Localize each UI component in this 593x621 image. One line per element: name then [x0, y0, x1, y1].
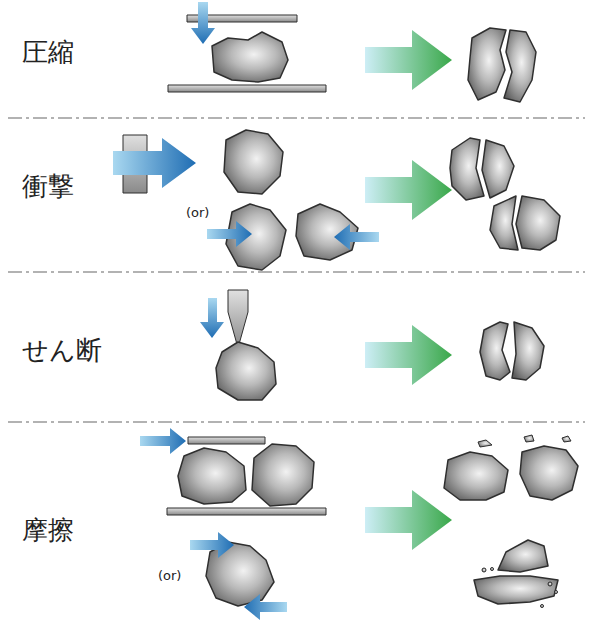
rock — [212, 32, 288, 82]
rock-fragment — [482, 140, 514, 198]
process-arrow — [365, 30, 452, 550]
rock — [216, 342, 276, 400]
chip — [555, 591, 558, 594]
chip — [548, 582, 552, 586]
chip — [478, 440, 492, 447]
force-arrow — [334, 224, 379, 250]
rock — [224, 130, 283, 194]
force-arrow — [190, 532, 234, 558]
chip — [482, 568, 486, 572]
alt-note: (or) — [186, 206, 209, 220]
rock — [178, 448, 246, 504]
rock — [252, 444, 314, 506]
rock-fragment — [490, 196, 518, 250]
rock-fragment — [480, 322, 510, 380]
separator — [8, 118, 585, 422]
chip — [524, 435, 534, 442]
rock-fragment — [474, 576, 558, 604]
press-plate — [168, 85, 326, 92]
force-arrow — [207, 221, 252, 247]
rock-fragment — [450, 138, 484, 200]
rock-fragment — [498, 540, 548, 572]
rock-fragment — [468, 28, 506, 100]
rock — [206, 542, 274, 606]
rock-fragment — [444, 452, 508, 500]
friction-plate — [167, 508, 326, 515]
row-label: せん断 — [22, 336, 102, 365]
force-arrow — [113, 138, 196, 188]
chip — [562, 436, 571, 442]
rock-fragment — [512, 322, 544, 380]
rock-fragment — [520, 446, 578, 500]
blade — [228, 290, 248, 348]
row-label: 摩擦 — [22, 516, 74, 545]
rock-fragment — [516, 196, 560, 250]
rock-fragment — [504, 30, 536, 102]
force-arrow — [140, 428, 186, 454]
chip — [491, 568, 494, 571]
force-arrow — [191, 2, 215, 44]
friction-plate — [188, 437, 265, 444]
row-label: 圧縮 — [22, 38, 74, 67]
alt-note: (or) — [158, 569, 181, 583]
force-arrow — [244, 594, 287, 620]
chip — [541, 605, 544, 608]
row-label: 衝撃 — [22, 172, 74, 201]
force-arrow — [200, 298, 224, 338]
